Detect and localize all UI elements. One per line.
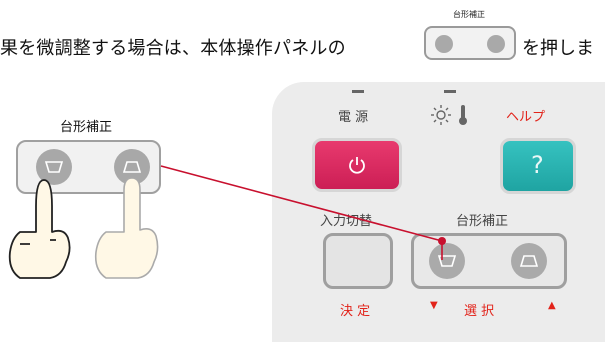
instruction-text-tail: を押しま: [522, 38, 594, 59]
keystone-down-icon: [435, 35, 453, 53]
enter-label: 決 定: [340, 304, 371, 319]
power-label: 電 源: [338, 110, 369, 125]
instruction-text: 果を微調整する場合は、本体操作パネルの: [0, 38, 346, 59]
power-button[interactable]: [312, 138, 402, 192]
lamp-indicator: [444, 90, 456, 93]
help-symbol: ?: [531, 151, 544, 179]
instruction-button-label: 台形補正: [453, 10, 485, 19]
thermometer-icon: [458, 104, 468, 130]
lamp-icon: [430, 104, 452, 130]
select-up-arrow: ▲: [548, 300, 556, 311]
keystone-down-icon: [36, 149, 72, 185]
zoom-panel-title: 台形補正: [60, 120, 113, 135]
keystone-button[interactable]: [411, 233, 567, 289]
input-label: 入力切替: [320, 214, 373, 229]
input-button[interactable]: [323, 233, 393, 289]
keystone-up-icon: [487, 35, 505, 53]
keystone-label: 台形補正: [456, 214, 509, 229]
help-button[interactable]: ?: [500, 138, 576, 194]
keystone-up-icon: [114, 149, 150, 185]
select-label: 選 択: [464, 304, 495, 319]
help-label: ヘルプ: [506, 110, 546, 125]
instruction-keystone-button: [424, 26, 516, 60]
power-indicator: [352, 90, 364, 93]
zoom-keystone-panel: [16, 140, 161, 194]
select-down-arrow: ▼: [430, 300, 438, 311]
power-icon: [349, 157, 365, 174]
keystone-down-icon: [429, 243, 465, 279]
pressing-hand-icon: [8, 179, 71, 279]
keystone-up-icon: [511, 243, 547, 279]
